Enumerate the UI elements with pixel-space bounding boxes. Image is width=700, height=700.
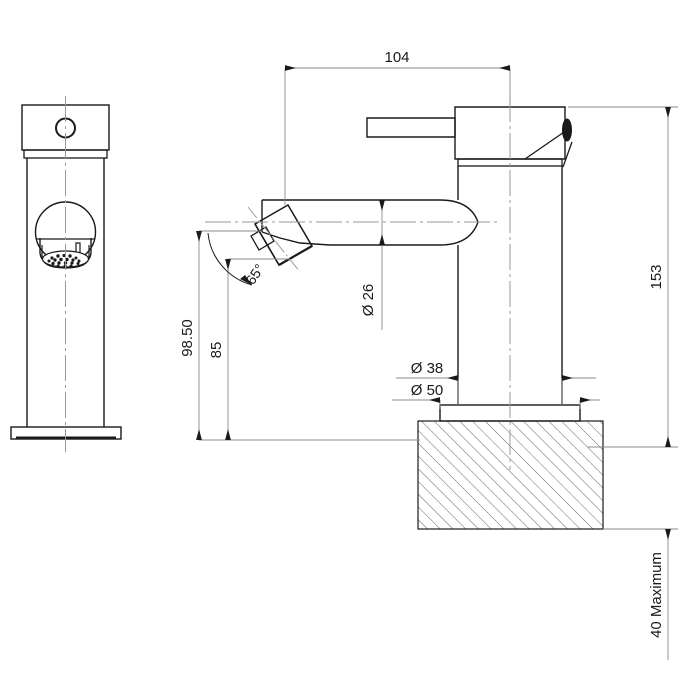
- dimension-overall-height: 153: [568, 106, 678, 448]
- dimension-base-diameter: Ø 50: [392, 382, 600, 409]
- front-elevation-view: [10, 96, 122, 452]
- dimension-label-spout-diameter: Ø 26: [360, 284, 377, 317]
- dimension-spout-reach: 104: [284, 49, 511, 205]
- dimension-label-base-diameter: Ø 50: [411, 382, 444, 399]
- dimension-label-mounting-thickness: 40 Maximum: [648, 552, 665, 638]
- dimension-label-spout-reach: 104: [384, 49, 409, 66]
- dimension-mounting-thickness: 40 Maximum: [603, 528, 678, 660]
- dimension-spout-underside-height: 85: [208, 258, 290, 440]
- centre-line-aerator-axis: [247, 206, 301, 273]
- dimension-aerator-angle: 65°: [207, 232, 267, 287]
- handle-hub: [454, 106, 573, 168]
- dimension-label-spout-underside-height: 85: [208, 342, 225, 359]
- dimension-label-overall-height: 153: [648, 264, 665, 289]
- aerator-nozzle-side: [250, 203, 314, 267]
- aerator-screen-texture: [47, 253, 81, 268]
- dimension-label-body-diameter: Ø 38: [411, 360, 444, 377]
- dimension-label-spout-outlet-height: 98.50: [179, 319, 196, 357]
- dimension-body-diameter: Ø 38: [396, 360, 596, 405]
- body-cylinder-front: [26, 158, 105, 427]
- lever-handle-arm: [366, 117, 456, 138]
- dimension-spout-diameter: Ø 26: [360, 200, 385, 330]
- dimension-spout-outlet-height: 98.50: [179, 230, 420, 441]
- side-elevation-view: [205, 96, 604, 530]
